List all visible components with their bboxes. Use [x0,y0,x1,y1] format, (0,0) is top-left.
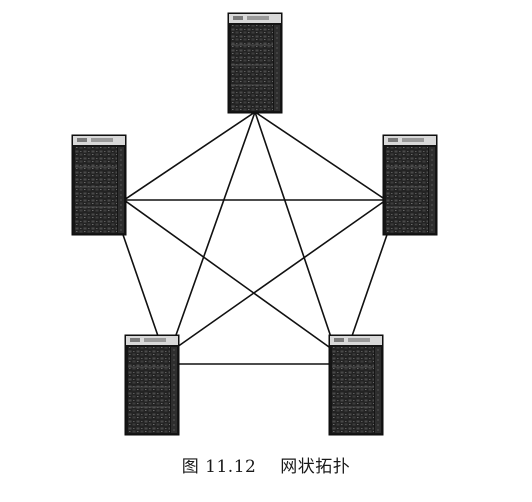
server-tower-icon [71,134,127,236]
link-server-right-server-bottom-left [169,199,387,353]
link-server-top-server-bottom-left [169,111,256,353]
link-server-top-server-left [123,111,256,201]
figure-number: 图 11.12 [181,457,257,477]
figure-title: 网状拓扑 [280,457,351,477]
figure-caption: 图 11.12 网状拓扑 [0,452,532,477]
link-server-top-server-right [254,111,387,201]
server-tower-icon [382,134,438,236]
link-server-right-server-bottom-right [351,225,391,337]
link-server-left-server-bottom-left [119,225,159,337]
link-server-top-server-bottom-right [254,111,337,353]
server-tower-icon [124,334,180,436]
server-tower-icon [227,12,283,114]
mesh-nodes [71,12,438,436]
link-server-left-server-bottom-right [123,199,337,353]
server-tower-icon [328,334,384,436]
mesh-links [119,111,391,365]
